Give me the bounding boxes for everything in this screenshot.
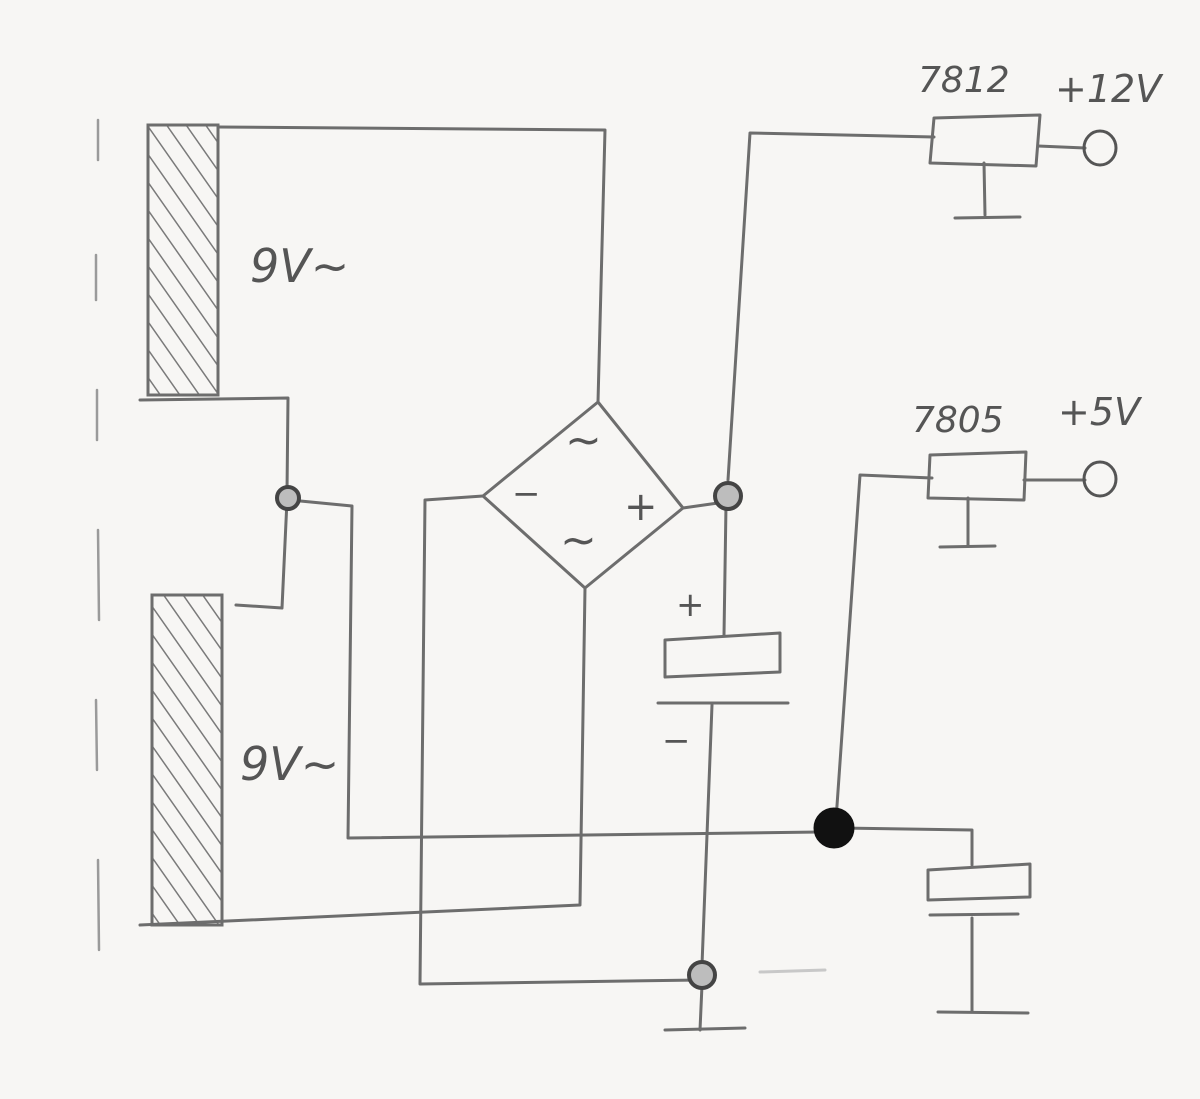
upper-winding-label: 9V~ <box>250 239 349 293</box>
junction-node <box>813 807 855 849</box>
output-12v-label: +12V <box>1055 67 1164 111</box>
bridge-plus-mark: + <box>624 484 658 530</box>
bridge-ac-top-mark: ~ <box>565 415 602 466</box>
regulator-7812-label: 7812 <box>918 60 1010 101</box>
bridge-minus-mark: − <box>512 474 541 514</box>
bridge-ac-bottom-mark: ~ <box>560 515 597 566</box>
lower-winding-label: 9V~ <box>240 737 339 791</box>
regulator-7805: 7805 +5V <box>912 390 1143 549</box>
bridge-rectifier: ~ ~ − + <box>481 400 685 590</box>
output-capacitor <box>926 862 1032 917</box>
regulator-7805-label: 7805 <box>912 400 1004 441</box>
output-terminal-12v <box>1082 129 1118 167</box>
transformer-upper-winding <box>146 123 220 397</box>
margin-dashes <box>94 118 101 952</box>
center-tap-node <box>275 485 301 511</box>
smoothing-capacitor: + − <box>656 585 790 761</box>
ground-node <box>687 960 717 990</box>
capacitor-minus-mark: − <box>662 721 691 761</box>
capacitor-plus-mark: + <box>676 585 705 625</box>
output-terminal-5v <box>1082 460 1118 498</box>
transformer-lower-winding <box>150 593 224 927</box>
regulator-7812: 7812 +12V <box>918 60 1164 220</box>
output-5v-label: +5V <box>1058 390 1143 434</box>
positive-rail-node <box>713 481 743 511</box>
wires <box>138 125 1030 1032</box>
